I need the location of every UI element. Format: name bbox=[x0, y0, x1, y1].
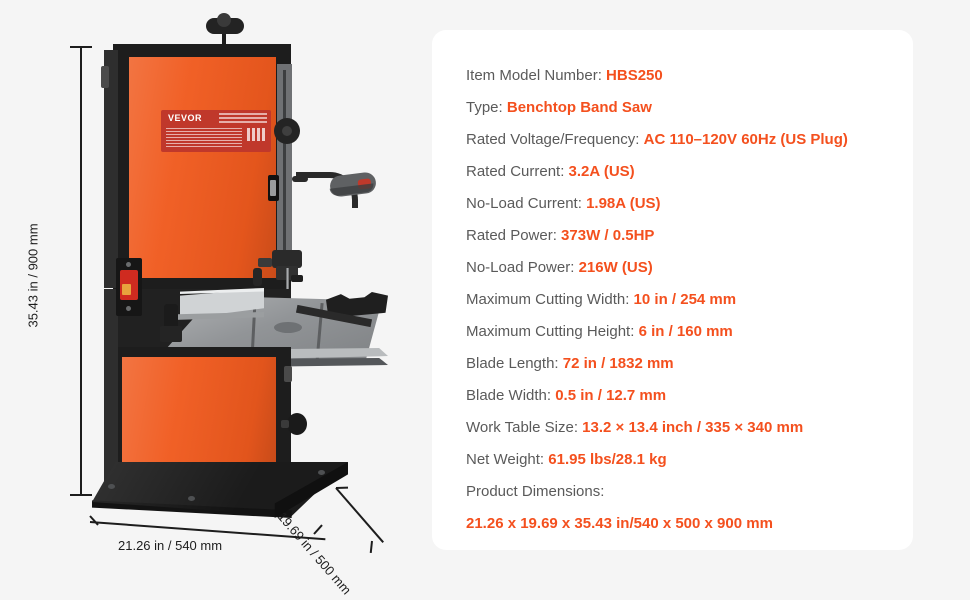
product-dimensions-value: 21.26 x 19.69 x 35.43 in/540 x 500 x 900… bbox=[466, 515, 773, 532]
spec-label: Maximum Cutting Height: bbox=[466, 323, 639, 340]
band-saw-illustration: VEVOR bbox=[0, 0, 432, 600]
spec-value: 72 in / 1832 mm bbox=[562, 355, 674, 372]
spec-label: Blade Width: bbox=[466, 387, 556, 404]
spec-row: Blade Width: 0.5 in / 12.7 mm bbox=[466, 380, 901, 412]
blade-guide-post-slot bbox=[283, 70, 286, 250]
lower-housing-hinge bbox=[284, 366, 292, 382]
specification-list: Item Model Number: HBS250 Type: Benchtop… bbox=[466, 60, 901, 540]
specification-card: Item Model Number: HBS250 Type: Benchtop… bbox=[432, 30, 913, 550]
spec-value: AC 110–120V 60Hz (US Plug) bbox=[643, 131, 848, 148]
blade-guide-thumbscrew bbox=[253, 268, 262, 286]
power-switch-key bbox=[122, 284, 131, 295]
work-light-arm bbox=[292, 176, 308, 182]
spec-label: No-Load Current: bbox=[466, 195, 587, 212]
depth-dimension-arrow-top bbox=[335, 486, 349, 489]
blade-tension-knob-stem bbox=[222, 28, 226, 58]
spec-value: 13.2 × 13.4 inch / 335 × 340 mm bbox=[582, 419, 804, 436]
spec-row: Maximum Cutting Height: 6 in / 160 mm bbox=[466, 316, 901, 348]
work-table-insert bbox=[274, 322, 302, 333]
lower-housing-frame-side bbox=[104, 347, 118, 490]
spec-row: Rated Power: 373W / 0.5HP bbox=[466, 220, 901, 252]
upper-door-panel bbox=[129, 57, 276, 278]
depth-dimension-arrow-bottom bbox=[369, 540, 373, 554]
spec-row: Net Weight: 61.95 lbs/28.1 kg bbox=[466, 444, 901, 476]
spec-value: 10 in / 254 mm bbox=[633, 291, 737, 308]
nameplate-brand: VEVOR bbox=[168, 113, 203, 123]
height-dimension-cap-bottom bbox=[70, 494, 92, 496]
spec-label: Rated Current: bbox=[466, 163, 569, 180]
rip-fence-top-edge bbox=[180, 288, 264, 294]
width-dimension-arrow-right bbox=[313, 524, 323, 535]
spec-row: No-Load Power: 216W (US) bbox=[466, 252, 901, 284]
nameplate-subtitle bbox=[219, 113, 267, 124]
spec-row: Rated Voltage/Frequency: AC 110–120V 60H… bbox=[466, 124, 901, 156]
spec-row: Type: Benchtop Band Saw bbox=[466, 92, 901, 124]
spec-label: Work Table Size: bbox=[466, 419, 583, 436]
base-bolt-rear-right bbox=[318, 470, 325, 475]
blade-guide-bearing-left bbox=[258, 258, 272, 267]
spec-value: 216W (US) bbox=[578, 259, 653, 276]
height-dimension-label: 35.43 in / 900 mm bbox=[25, 223, 41, 328]
spec-row: Blade Length: 72 in / 1832 mm bbox=[466, 348, 901, 380]
spec-label: No-Load Power: bbox=[466, 259, 579, 276]
height-dimension-line bbox=[80, 46, 82, 496]
spec-label: Rated Power: bbox=[466, 227, 562, 244]
height-dimension-cap-top bbox=[70, 46, 92, 48]
spec-value: 373W / 0.5HP bbox=[561, 227, 655, 244]
width-dimension-label: 21.26 in / 540 mm bbox=[118, 538, 223, 553]
lower-door-latch-stem bbox=[281, 420, 289, 428]
blade-guide-lock-knob-center bbox=[282, 126, 292, 136]
spec-label: Net Weight: bbox=[466, 451, 549, 468]
rip-fence-rail bbox=[172, 312, 264, 320]
spec-row: No-Load Current: 1.98A (US) bbox=[466, 188, 901, 220]
spec-label: Blade Length: bbox=[466, 355, 563, 372]
nameplate-fineprint bbox=[166, 128, 242, 148]
spec-label: Rated Voltage/Frequency: bbox=[466, 131, 644, 148]
spec-value: 61.95 lbs/28.1 kg bbox=[548, 451, 667, 468]
nameplate-certification-marks bbox=[247, 128, 266, 141]
spec-label: Maximum Cutting Width: bbox=[466, 291, 634, 308]
spec-label: Item Model Number: bbox=[466, 67, 607, 84]
depth-dimension-line bbox=[335, 487, 384, 543]
spec-value: 0.5 in / 12.7 mm bbox=[555, 387, 667, 404]
blade-guide-lower-screw bbox=[291, 275, 303, 282]
spec-row: Rated Current: 3.2A (US) bbox=[466, 156, 901, 188]
lower-door-latch-knob bbox=[287, 413, 307, 435]
blade-guard-head bbox=[272, 250, 302, 268]
base-bolt-front-left bbox=[108, 484, 115, 489]
spec-row: Maximum Cutting Width: 10 in / 254 mm bbox=[466, 284, 901, 316]
rip-fence-bracket bbox=[160, 326, 182, 342]
spec-value: HBS250 bbox=[606, 67, 663, 84]
spec-value: Benchtop Band Saw bbox=[506, 99, 652, 116]
power-switch-screw-top bbox=[126, 262, 131, 267]
spec-value: 3.2A (US) bbox=[568, 163, 635, 180]
spec-label: Type: bbox=[466, 99, 507, 116]
power-switch-screw-bottom bbox=[126, 306, 131, 311]
spec-value: 6 in / 160 mm bbox=[638, 323, 733, 340]
spec-label: Product Dimensions: bbox=[466, 483, 605, 500]
spec-row: Product Dimensions: bbox=[466, 476, 901, 508]
upper-wheel-cover-latch-face bbox=[270, 180, 276, 196]
rip-fence-lock-lever bbox=[164, 304, 178, 332]
blade-tension-knob-cap bbox=[217, 13, 231, 27]
upper-housing-frame-side bbox=[104, 50, 118, 288]
machine-column-left bbox=[104, 289, 118, 347]
base-bolt-front-right bbox=[188, 496, 195, 501]
spec-row: Item Model Number: HBS250 bbox=[466, 60, 901, 92]
upper-door-highlight bbox=[129, 57, 276, 278]
upper-housing-hinge-upper bbox=[101, 66, 109, 88]
depth-dimension-label: 19.69 in / 500 mm bbox=[274, 509, 355, 598]
spec-value: 1.98A (US) bbox=[586, 195, 661, 212]
spec-row: Work Table Size: 13.2 × 13.4 inch / 335 … bbox=[466, 412, 901, 444]
